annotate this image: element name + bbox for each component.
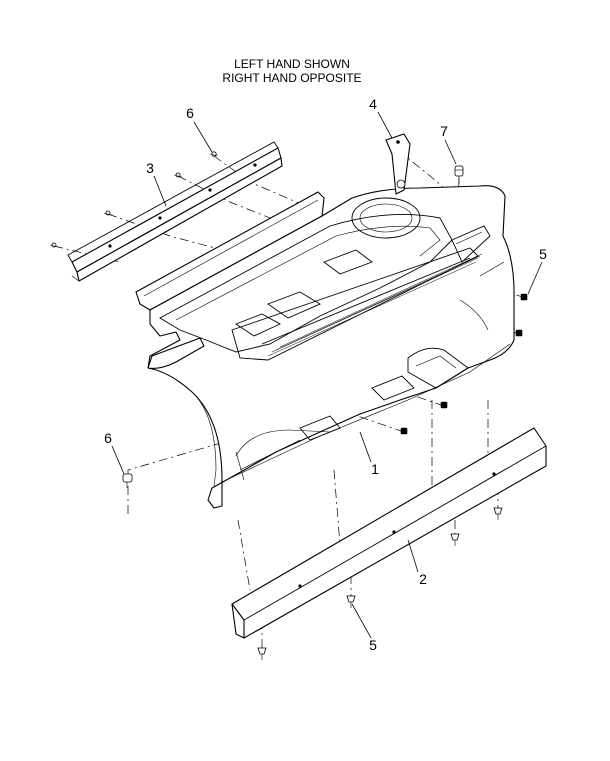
- fastener-lower-b: [493, 507, 503, 520]
- callout-1: 1: [371, 461, 379, 477]
- fastener-lower-c: [346, 595, 356, 608]
- screw-mid-a: [440, 401, 448, 409]
- screw-6-top: [209, 151, 219, 157]
- callout-3: 3: [146, 160, 154, 176]
- callout-5-bottom: 5: [369, 637, 377, 653]
- fastener-lower-a: [450, 533, 460, 546]
- part-2-lower-rail: [231, 427, 547, 639]
- leader-lines: [111, 111, 543, 639]
- callout-7: 7: [440, 123, 448, 139]
- clip-6-left: [122, 473, 133, 488]
- fastener-lower-d: [257, 647, 267, 660]
- callout-5-right: 5: [539, 246, 547, 262]
- header-line-1: LEFT HAND SHOWN: [234, 57, 350, 71]
- screw-5-right-a: [520, 293, 528, 301]
- header-line-2: RIGHT HAND OPPOSITE: [222, 71, 361, 85]
- callout-6-top: 6: [186, 105, 194, 121]
- part-1-quarter-panel: [135, 133, 515, 509]
- hardware: [49, 151, 528, 660]
- callout-4: 4: [369, 96, 377, 112]
- push-pin-7: [454, 165, 464, 184]
- callout-6-left: 6: [104, 430, 112, 446]
- screw-mid-b: [400, 427, 408, 435]
- part-3-upper-rail: [67, 141, 283, 282]
- screw-rail-c: [49, 242, 59, 248]
- screw-rail-b: [103, 210, 113, 216]
- screw-5-right-b: [515, 329, 523, 337]
- callouts: 6 3 4 7 5 1 6 2 5: [104, 96, 547, 653]
- callout-2: 2: [419, 571, 427, 587]
- screw-rail-a: [173, 172, 183, 178]
